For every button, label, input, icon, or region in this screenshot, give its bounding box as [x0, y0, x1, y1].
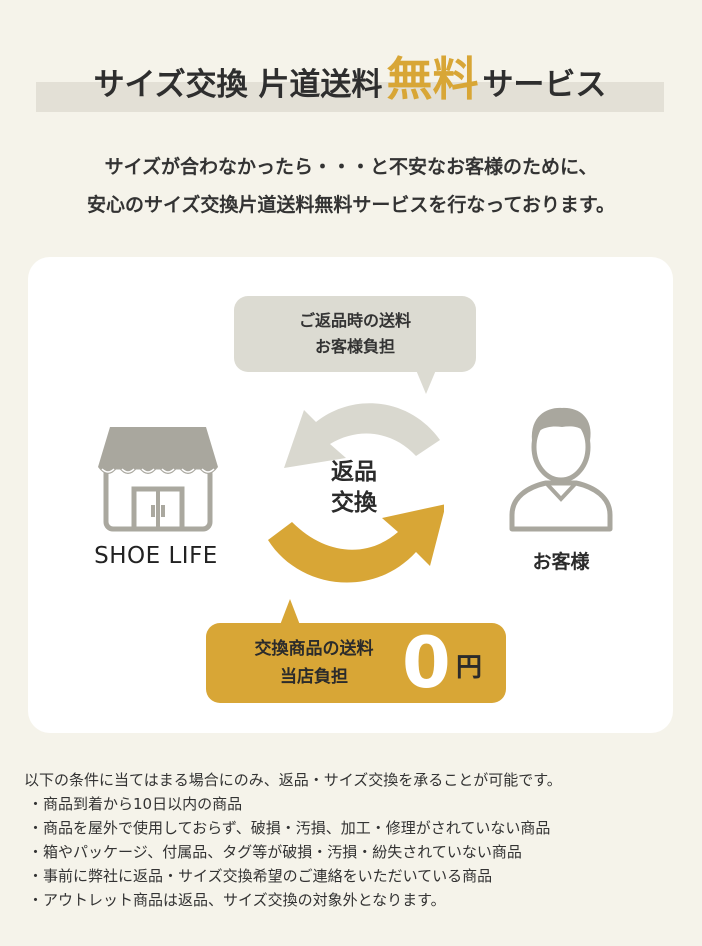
shipping-cost-unit: 円 [456, 653, 483, 683]
person-icon [509, 407, 613, 532]
center-line-2: 交換 [331, 490, 377, 516]
return-bubble-line-2: お客様負担 [314, 337, 395, 356]
return-shipping-bubble: ご返品時の送料 お客様負担 [234, 296, 476, 394]
return-exchange-label: 返品 交換 [309, 457, 399, 519]
store-brand-label: SHOE LIFE [94, 543, 218, 569]
condition-item: 箱やパッケージ、付属品、タグ等が破損・汚損・紛失されていない商品 [24, 840, 694, 864]
exchange-bubble-line-2: 当店負担 [280, 667, 348, 687]
exchange-cycle-icon [268, 403, 444, 583]
exchange-bubble-text: 交換商品の送料 当店負担 [224, 635, 404, 691]
conditions-intro: 以下の条件に当てはまる場合にのみ、返品・サイズ交換を承ることが可能です。 [24, 771, 562, 789]
title-accent: 無料 [386, 52, 479, 106]
condition-item: 商品を屋外で使用しておらず、破損・汚損、加工・修理がされていない商品 [24, 816, 694, 840]
exchange-shipping-bubble: 交換商品の送料 当店負担 0 円 [206, 599, 506, 704]
shipping-cost-amount: 0 [402, 622, 451, 704]
center-line-1: 返品 [331, 459, 377, 485]
condition-item: アウトレット商品は返品、サイズ交換の対象外となります。 [24, 888, 694, 912]
exchange-bubble-tail [280, 599, 300, 625]
customer-label: お客様 [532, 551, 590, 573]
lead-line-2: 安心のサイズ交換片道送料無料サービスを行なっております。 [86, 194, 615, 216]
title-before: サイズ交換 片道送料 [93, 67, 383, 103]
lead-line-1: サイズが合わなかったら・・・と不安なお客様のために、 [104, 156, 598, 178]
condition-item: 商品到着から10日以内の商品 [24, 792, 694, 816]
exchange-diagram-panel: ご返品時の送料 お客様負担 SHOE LIFE 返品 交換 お客様 [28, 257, 673, 733]
page-title: サイズ交換 片道送料無料サービス [36, 44, 664, 120]
return-bubble-line-1: ご返品時の送料 [298, 311, 411, 330]
conditions-list: 商品到着から10日以内の商品 商品を屋外で使用しておらず、破損・汚損、加工・修理… [24, 792, 694, 912]
title-highlight-band [36, 82, 664, 112]
condition-item: 事前に弊社に返品・サイズ交換希望のご連絡をいただいている商品 [24, 864, 694, 888]
return-bubble-tail [416, 370, 436, 394]
store-icon [98, 427, 218, 532]
exchange-bubble-line-1: 交換商品の送料 [254, 639, 374, 659]
conditions-notes: 以下の条件に当てはまる場合にのみ、返品・サイズ交換を承ることが可能です。 商品到… [24, 768, 694, 912]
title-after: サービス [482, 67, 607, 103]
service-title: サイズ交換 片道送料無料サービス [36, 44, 664, 114]
lead-text: サイズが合わなかったら・・・と不安なお客様のために、 安心のサイズ交換片道送料無… [0, 148, 702, 224]
